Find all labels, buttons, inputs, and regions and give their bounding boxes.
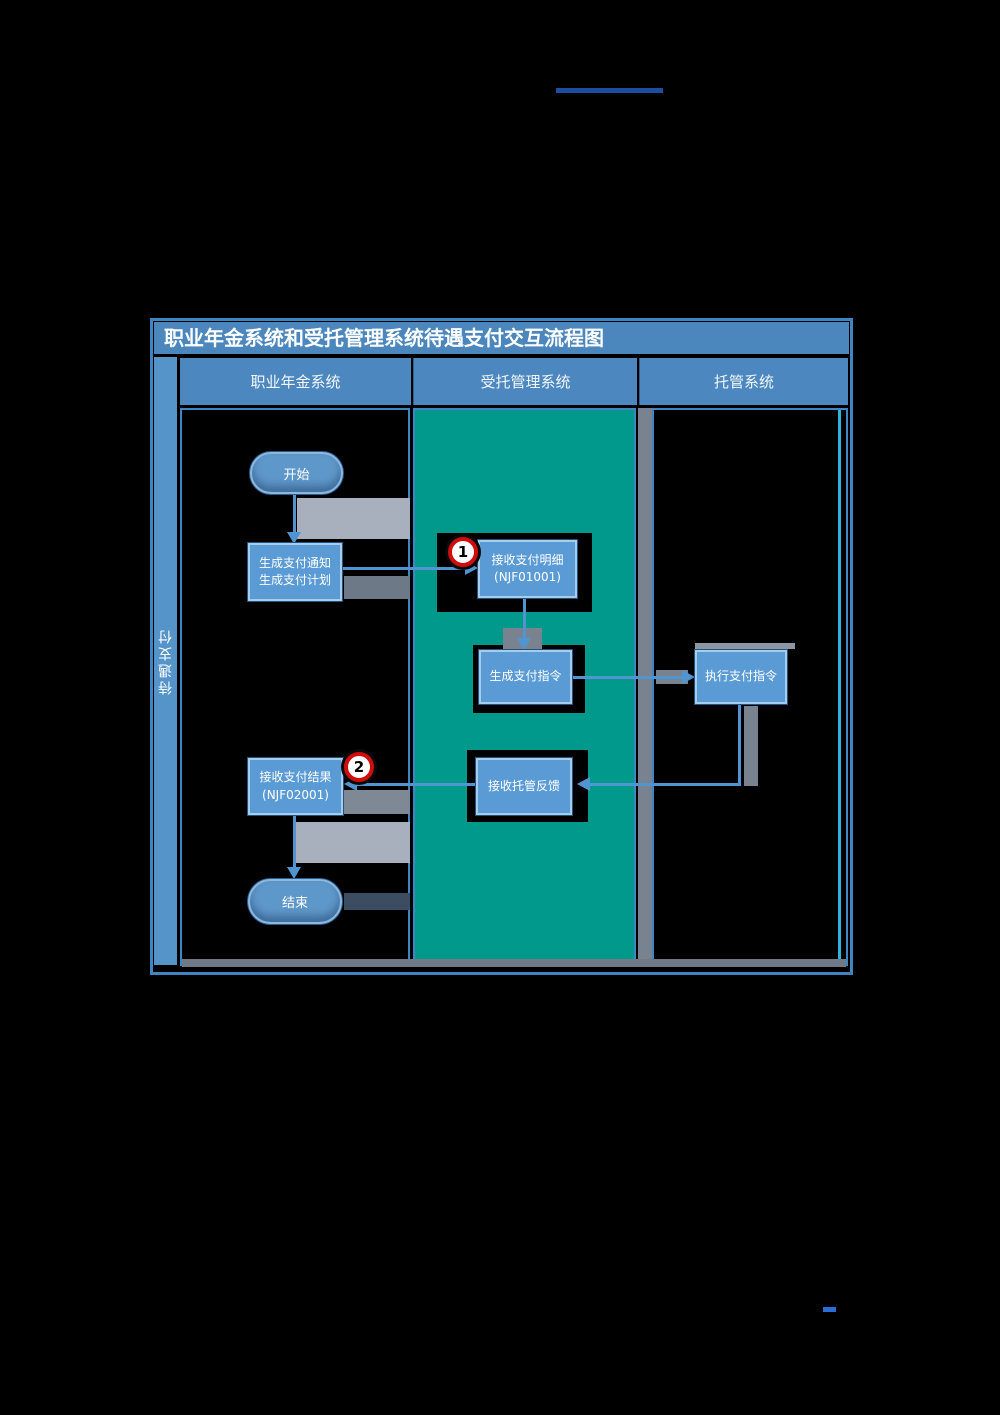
- shadow-artifact: [695, 643, 795, 649]
- node-label-line: 生成支付通知: [258, 555, 331, 570]
- flow-node-end: 结束: [248, 879, 342, 924]
- flow-node-generate-notice-plan: 生成支付通知 生成支付计划: [248, 543, 342, 601]
- lane-header-trustee: 受托管理系统: [413, 358, 637, 405]
- arrowhead-down-icon: [287, 867, 301, 879]
- step-marker-2: 2: [344, 752, 374, 782]
- connector-feedback-to-result: [357, 783, 476, 786]
- step-marker-1: 1: [448, 537, 478, 567]
- diagram-title: 职业年金系统和受托管理系统待遇支付交互流程图: [164, 326, 604, 350]
- lane-header-label: 受托管理系统: [480, 373, 571, 391]
- shadow-artifact: [344, 576, 410, 599]
- lane-divider-shadow: [638, 408, 652, 966]
- lane-header-annuity: 职业年金系统: [180, 358, 411, 405]
- shadow-artifact: [344, 893, 410, 910]
- arrowhead-down-icon: [517, 638, 531, 650]
- top-underline-mark: [556, 88, 663, 93]
- node-label-line: 生成支付计划: [258, 573, 331, 587]
- arrowhead-down-icon: [287, 532, 301, 544]
- node-label-line: 接收支付结果: [259, 770, 332, 785]
- node-label-line: 接收托管反馈: [487, 778, 560, 793]
- lane-header-label: 托管系统: [713, 373, 774, 391]
- diagram-title-bar: 职业年金系统和受托管理系统待遇支付交互流程图: [154, 322, 849, 354]
- flow-node-start: 开始: [250, 452, 343, 494]
- arrowhead-left-icon: [577, 777, 590, 791]
- shadow-artifact: [344, 790, 410, 814]
- shadow-artifact: [744, 706, 758, 786]
- lane-header-custody: 托管系统: [639, 358, 848, 405]
- bottom-grey-band: [182, 959, 846, 967]
- connector-detail-to-instruction: [523, 598, 526, 639]
- phase-label: 待遇支付: [157, 627, 174, 695]
- shadow-artifact: [297, 498, 410, 539]
- bottom-dash-mark: [823, 1307, 836, 1312]
- connector-start-to-notice: [293, 494, 296, 534]
- node-label-line: (NJF02001): [262, 787, 329, 802]
- connector-instruction-to-exec: [572, 676, 683, 679]
- phase-sidebar: 待遇支付: [154, 357, 177, 965]
- shadow-artifact: [295, 822, 410, 863]
- flow-node-receive-payment-detail: 接收支付明细 (NJF01001): [478, 540, 577, 598]
- connector-result-to-end: [293, 815, 296, 868]
- frame-inner-cyan-line: [838, 410, 841, 964]
- node-label: 结束: [281, 896, 308, 911]
- flow-node-receive-custody-feedback: 接收托管反馈: [476, 758, 572, 815]
- connector-exec-to-feedback: [590, 783, 741, 786]
- flow-node-receive-payment-result: 接收支付结果 (NJF02001): [248, 758, 343, 815]
- lane-header-label: 职业年金系统: [250, 373, 341, 391]
- flow-node-generate-instruction: 生成支付指令: [479, 650, 572, 704]
- connector-notice-to-detail: [342, 567, 466, 570]
- node-label-line: 执行支付指令: [704, 669, 777, 684]
- step-marker-number: 2: [353, 758, 365, 776]
- node-label-line: 生成支付指令: [489, 669, 562, 684]
- node-label-line: 接收支付明细: [491, 552, 564, 567]
- step-marker-number: 1: [457, 543, 469, 561]
- connector-exec-down: [738, 704, 741, 786]
- arrowhead-right-icon: [682, 670, 695, 684]
- flow-node-execute-instruction: 执行支付指令: [695, 650, 787, 704]
- node-label: 开始: [283, 467, 310, 483]
- node-label-line: (NJF01001): [494, 570, 561, 584]
